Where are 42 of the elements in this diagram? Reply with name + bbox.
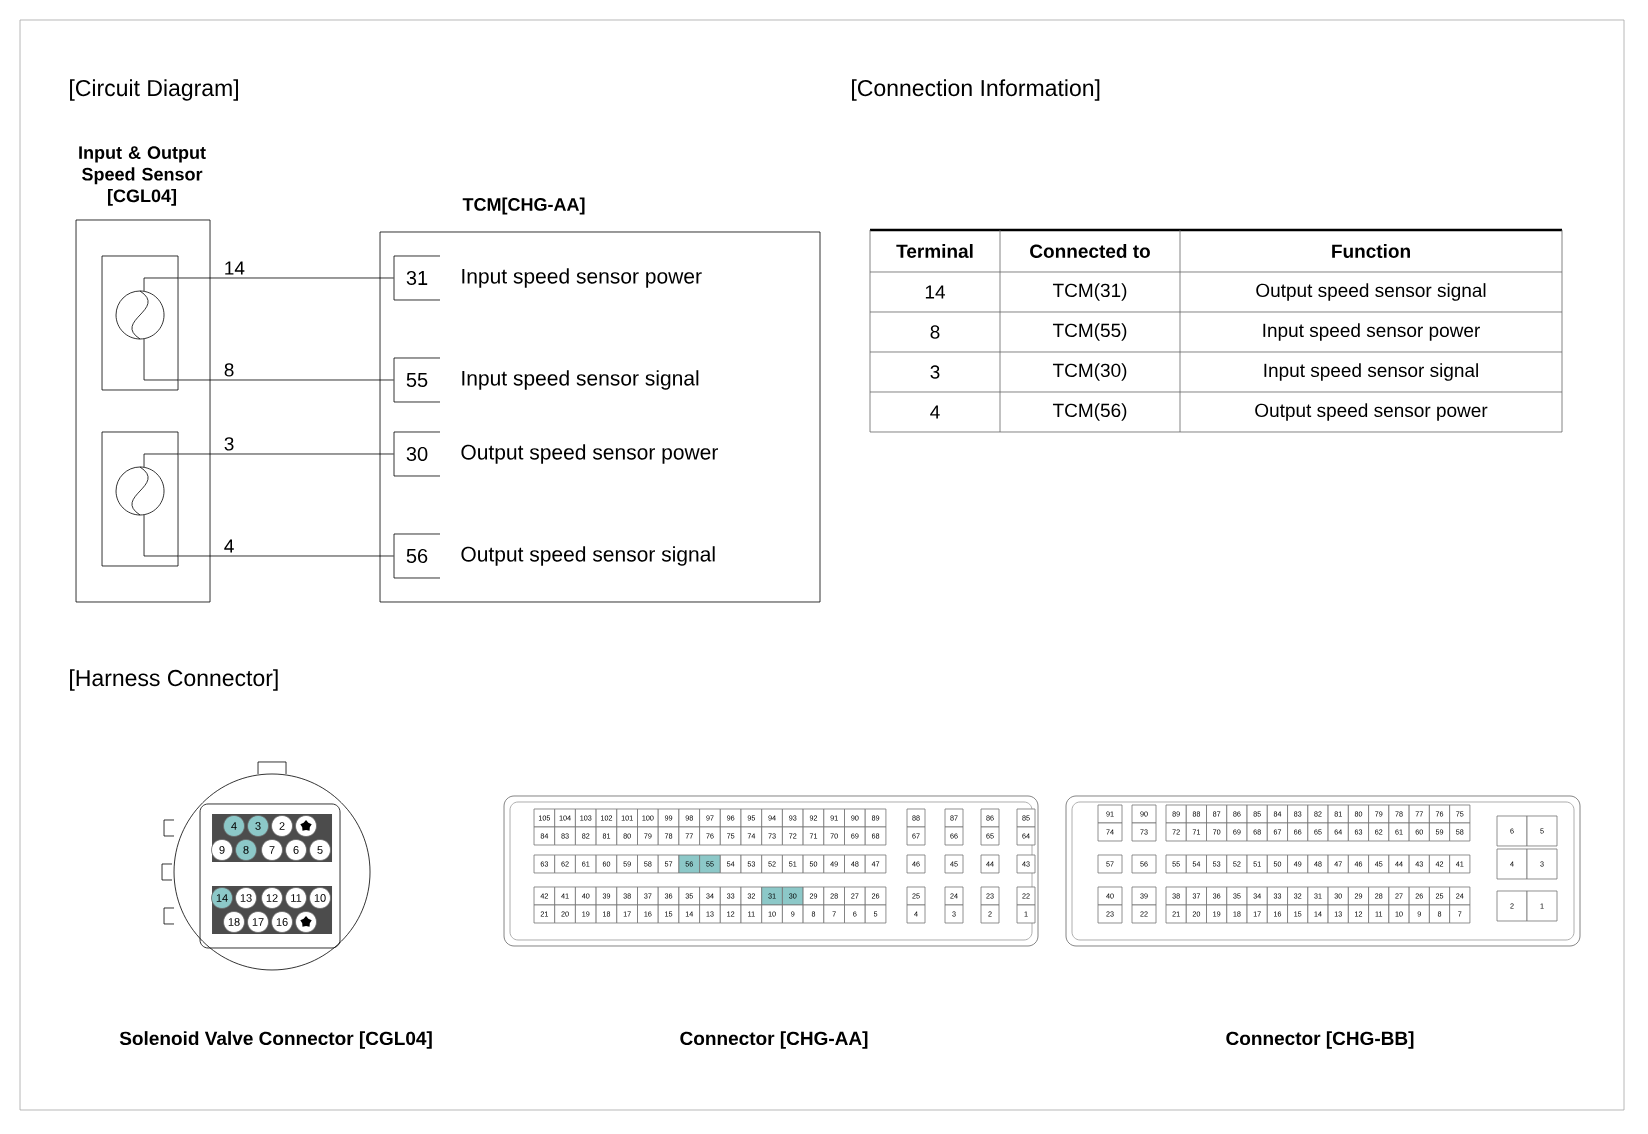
- table-cell: Output speed sensor power: [1255, 403, 1488, 421]
- table-cell: 14: [925, 285, 945, 299]
- wire: [178, 555, 394, 557]
- connector-caption: Connector [CHG-AA]: [680, 1031, 868, 1049]
- pin-description: Input speed sensor signal: [462, 370, 699, 390]
- terminal-pin: 31: [393, 255, 441, 301]
- wire: [178, 379, 394, 381]
- node-label: TCM[CHG-AA]: [462, 197, 585, 215]
- node-label: Input & Output Speed Sensor [CGL04]: [79, 146, 206, 206]
- connector-caption: Connector [CHG-BB]: [1226, 1031, 1414, 1049]
- table-header: Connected to: [1030, 244, 1150, 258]
- table-cell: 8: [930, 325, 940, 339]
- table-cell: Output speed sensor signal: [1256, 283, 1486, 301]
- terminal-number: 14: [225, 261, 245, 275]
- pin-description: Output speed sensor power: [461, 444, 718, 464]
- connector-caption: Solenoid Valve Connector [CGL04]: [119, 1031, 432, 1049]
- sensor-coil-box: [101, 255, 179, 391]
- wire: [178, 277, 394, 279]
- pin-description: Output speed sensor signal: [461, 546, 715, 566]
- section-heading: [Connection Information]: [852, 79, 1100, 101]
- table-cell: 3: [930, 365, 940, 379]
- table-cell: Input speed sensor power: [1263, 323, 1480, 341]
- table-cell: TCM(55): [1053, 323, 1127, 341]
- sensor-coil-box: [101, 431, 179, 567]
- component-box: Input & Output Speed Sensor [CGL04]: [75, 146, 211, 603]
- pin-description: Input speed sensor power: [462, 268, 702, 288]
- table-header: Terminal: [896, 244, 973, 258]
- terminal-pin: 56: [393, 533, 441, 579]
- terminal-number: 4: [224, 539, 234, 553]
- wire: [178, 453, 394, 455]
- terminal-pin: 55: [393, 357, 441, 403]
- table-cell: TCM(56): [1053, 403, 1127, 421]
- section-heading: [Harness Connector]: [70, 669, 278, 691]
- section-heading: [Circuit Diagram]: [70, 79, 238, 101]
- table-header: Function: [1332, 244, 1410, 258]
- table-cell: 4: [930, 405, 940, 419]
- table-cell: TCM(31): [1053, 283, 1127, 301]
- table-cell: TCM(30): [1053, 363, 1127, 381]
- table-cell: Input speed sensor signal: [1264, 363, 1478, 381]
- terminal-number: 8: [224, 363, 234, 377]
- terminal-pin: 30: [393, 431, 441, 477]
- terminal-number: 3: [224, 437, 234, 451]
